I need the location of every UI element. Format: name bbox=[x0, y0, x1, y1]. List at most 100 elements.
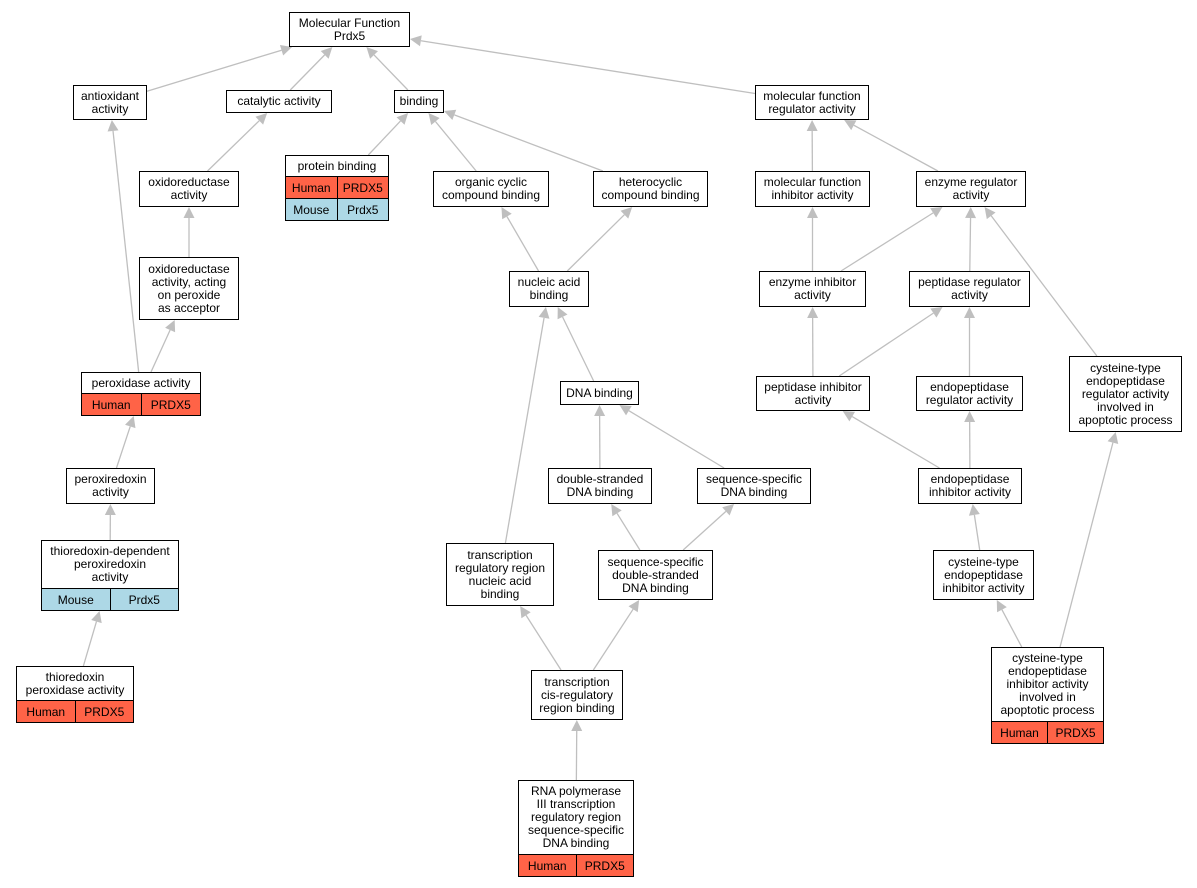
edge-arrowhead bbox=[807, 307, 819, 319]
go-term-label-line: peroxiredoxin bbox=[73, 557, 147, 571]
edge-arrowhead bbox=[722, 504, 735, 516]
go-term-label-line: enzyme inhibitor bbox=[768, 275, 857, 289]
go-term-label-line: peroxiredoxin bbox=[74, 472, 147, 486]
go-term-label-line: III transcription bbox=[536, 797, 616, 811]
annotation-gene: PRDX5 bbox=[336, 177, 389, 198]
edge-line bbox=[373, 54, 409, 91]
go-term-label-line: catalytic activity bbox=[237, 94, 321, 108]
edge-line bbox=[840, 212, 934, 272]
go-term-label-line: compound binding bbox=[441, 188, 541, 202]
go-term-label-line: organic cyclic bbox=[454, 175, 528, 189]
edge-arrowhead bbox=[571, 720, 583, 732]
edge-line bbox=[628, 410, 725, 469]
go-term-label-line: transcription bbox=[544, 674, 610, 689]
go-term-label-line: double-stranded bbox=[556, 472, 644, 486]
edge-arrowhead bbox=[965, 207, 977, 219]
go-term-label-line: activity bbox=[952, 188, 990, 202]
go-term-label-line: endopeptidase bbox=[1086, 373, 1165, 388]
go-term-label-line: transcription bbox=[467, 547, 533, 562]
annotation-gene: PRDX5 bbox=[140, 394, 201, 415]
edge-line bbox=[853, 124, 939, 172]
edge-arrowhead bbox=[842, 411, 855, 422]
go-term-label-line: molecular function bbox=[763, 175, 862, 189]
go-term-label-line: peptidase inhibitor bbox=[764, 379, 862, 394]
edge-line bbox=[112, 130, 140, 373]
go-term-label-line: activity bbox=[92, 485, 129, 499]
annotation-species: Human bbox=[26, 704, 66, 719]
edge-arrowhead bbox=[444, 109, 457, 120]
go-term-label-line: cysteine-type bbox=[1012, 651, 1083, 665]
edge-arrowhead bbox=[1107, 432, 1119, 445]
go-term-label-line: activity bbox=[794, 392, 832, 407]
edge-line bbox=[289, 54, 326, 91]
go-term-label-line: cis-regulatory bbox=[540, 687, 614, 702]
go-term-label-line: oxidoreductase bbox=[148, 261, 230, 276]
edge-arrowhead bbox=[255, 113, 268, 125]
go-term-label-line: DNA binding bbox=[542, 836, 610, 850]
edge-line bbox=[454, 114, 604, 172]
go-term-label-line: thioredoxin bbox=[45, 669, 105, 684]
annotation-gene: Prdx5 bbox=[336, 199, 389, 220]
annotation-species: Human bbox=[1000, 725, 1039, 740]
go-term-label-line: endopeptidase bbox=[930, 379, 1009, 394]
go-term-label-line: DNA binding bbox=[720, 485, 788, 499]
go-term-label-line: regulator activity bbox=[768, 101, 856, 116]
go-term-label-line: regulatory region bbox=[454, 560, 546, 575]
annotation-species: Human bbox=[291, 180, 331, 195]
go-term-label-line: DNA binding bbox=[566, 485, 634, 499]
go-term-label-line: heterocyclic bbox=[618, 175, 683, 189]
go-term-label-line: compound binding bbox=[601, 188, 700, 202]
edge-arrowhead bbox=[279, 44, 293, 56]
go-term-label-line: activity bbox=[951, 288, 988, 302]
edge-arrowhead bbox=[619, 405, 632, 416]
go-term-label-line: endopeptidase bbox=[1008, 664, 1087, 678]
go-term-label: DNA binding bbox=[561, 382, 638, 404]
edge-arrowhead bbox=[107, 120, 119, 132]
edge-line bbox=[146, 49, 282, 92]
edge-line bbox=[82, 621, 98, 667]
edge-arrowhead bbox=[320, 47, 333, 59]
go-term-label-line: Prdx5 bbox=[333, 28, 366, 43]
go-term-label-line: RNA polymerase bbox=[530, 784, 622, 798]
edge-arrowhead bbox=[930, 207, 943, 218]
annotation-species: Human bbox=[527, 858, 567, 873]
edge-arrowhead bbox=[91, 611, 102, 624]
go-term-label-line: on peroxide bbox=[157, 287, 221, 302]
edge-arrowhead bbox=[396, 113, 409, 125]
go-term-label-line: activity bbox=[91, 570, 129, 584]
go-term-catalytic: catalytic activity bbox=[226, 90, 332, 113]
go-term-label: protein binding bbox=[286, 156, 388, 176]
edge-arrowhead bbox=[183, 207, 195, 218]
go-term-label-line: antioxidant bbox=[80, 88, 140, 103]
go-term-label-line: as acceptor bbox=[157, 300, 221, 315]
annotation-gene: PRDX5 bbox=[74, 701, 134, 722]
edge-arrowhead bbox=[620, 207, 633, 219]
